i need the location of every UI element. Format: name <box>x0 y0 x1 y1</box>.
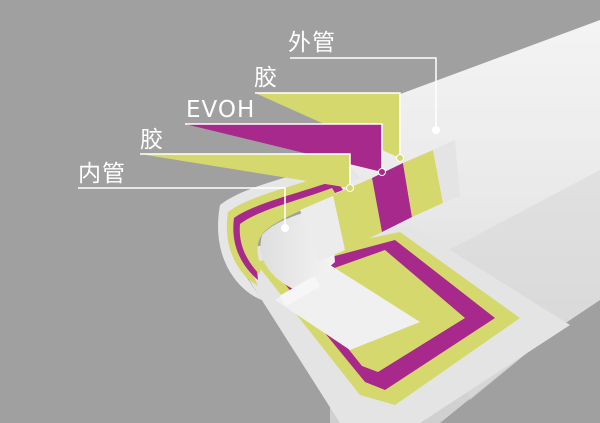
wall-evoh <box>233 180 343 280</box>
leader-lines <box>78 57 437 228</box>
label-adhesive-inner: 胶 <box>140 127 164 153</box>
label-inner-tube: 内管 <box>78 161 126 187</box>
wall-adhesive-inner <box>239 188 337 274</box>
leader-outer-tube <box>290 57 437 130</box>
label-adhesive-outer: 胶 <box>254 65 278 91</box>
dot-inner-tube <box>281 224 289 232</box>
dot-adhesive-inner <box>346 184 354 192</box>
label-evoh: EVOH <box>186 97 256 123</box>
band-evoh <box>372 163 412 232</box>
dot-outer-tube <box>432 126 440 134</box>
band-adhesive-inner <box>333 178 382 250</box>
label-outer-tube: 外管 <box>288 30 336 56</box>
band-adhesive-outer <box>403 150 443 217</box>
wall-adhesive-outer <box>226 170 350 286</box>
band-outer-tube <box>433 140 460 203</box>
dot-adhesive-outer <box>396 154 404 162</box>
inner-tube-slot <box>279 275 321 307</box>
leader-adhesive-inner <box>140 153 351 188</box>
leader-inner-tube <box>78 187 286 228</box>
band-inner-tube <box>300 195 345 262</box>
wall-outer-tube <box>218 160 360 300</box>
leader-dots <box>281 126 440 232</box>
dot-evoh <box>378 168 386 176</box>
